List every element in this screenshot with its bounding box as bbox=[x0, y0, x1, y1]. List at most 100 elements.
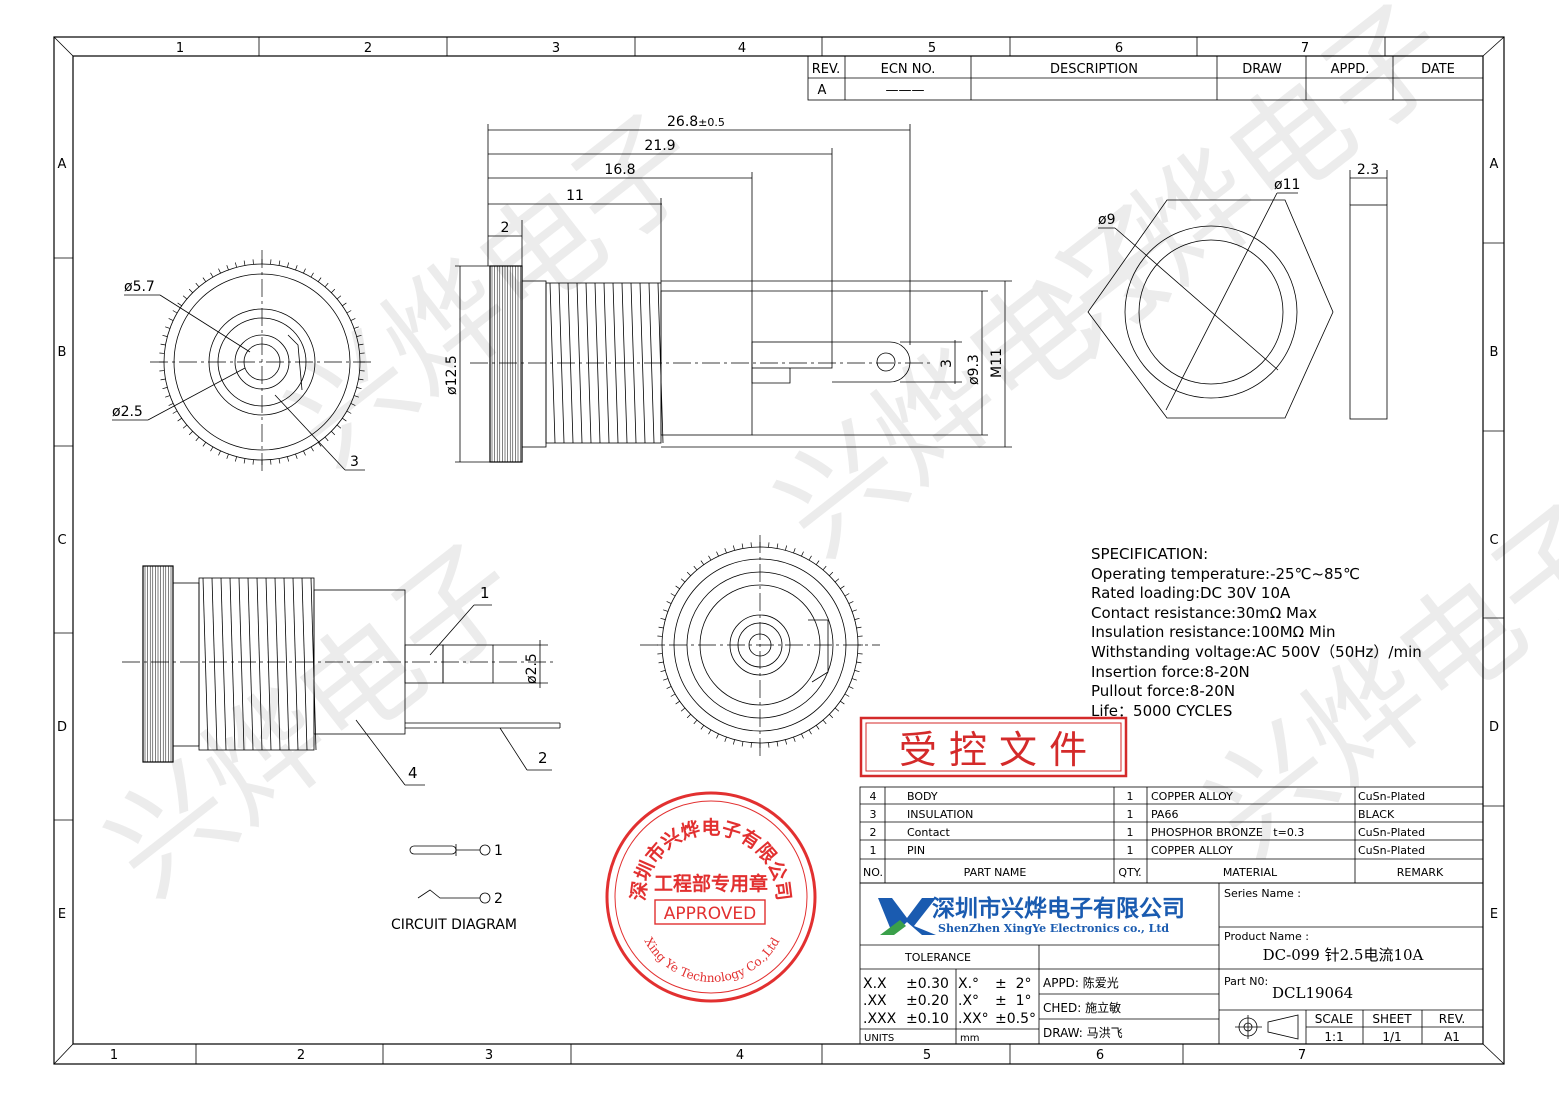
row-label-c-left: C bbox=[57, 533, 66, 548]
title-block: 深圳市兴烨电子有限公司 ShenZhen XingYe Electronics … bbox=[860, 883, 1483, 1044]
dim-m11: M11 bbox=[989, 348, 1005, 378]
rev-value: A1 bbox=[1444, 1030, 1460, 1044]
projection-symbol-icon bbox=[1235, 1015, 1298, 1039]
bom-row2-name: INSULATION bbox=[907, 808, 973, 821]
rev-header-draw: DRAW bbox=[1242, 62, 1282, 77]
bom-header-remark: REMARK bbox=[1397, 866, 1444, 879]
bom-row3-name: Contact bbox=[907, 826, 950, 839]
row-label-e-left: E bbox=[58, 907, 66, 922]
circuit-diagram: 1 2 CIRCUIT DIAGRAM bbox=[391, 843, 517, 933]
units-value: mm bbox=[960, 1033, 979, 1044]
bom-header-part-name: PART NAME bbox=[964, 866, 1027, 879]
seal-approved: APPROVED bbox=[664, 904, 757, 924]
row-label-e-right: E bbox=[1490, 907, 1498, 922]
appd-field: APPD: 陈爱光 bbox=[1043, 975, 1119, 990]
scale-label: SCALE bbox=[1315, 1012, 1353, 1026]
rev-header-rev: REV. bbox=[812, 62, 841, 77]
sheet-value: 1/1 bbox=[1382, 1030, 1401, 1044]
dim-d57: ø5.7 bbox=[124, 279, 155, 295]
bom-row2-remark: BLACK bbox=[1358, 808, 1395, 821]
top-col-1: 1 bbox=[176, 41, 184, 56]
tol-r2-c1: .XX bbox=[863, 993, 887, 1009]
dim-3: 3 bbox=[939, 359, 955, 368]
row-label-a-left: A bbox=[58, 157, 67, 172]
rev-header-description: DESCRIPTION bbox=[1050, 62, 1138, 77]
circuit-pin-1: 1 bbox=[494, 843, 503, 859]
bom-row3-material: PHOSPHOR BRONZE t=0.3 bbox=[1151, 826, 1304, 839]
tol-r1-c3: X.° bbox=[958, 976, 979, 992]
callout-2: 2 bbox=[538, 749, 548, 767]
tol-r1-c4: ± 2° bbox=[995, 976, 1032, 992]
bom-row4-no: 1 bbox=[870, 844, 877, 857]
tol-r1-c1: X.X bbox=[863, 976, 887, 992]
spec-line-insertion: Insertion force:8-20N bbox=[1091, 663, 1250, 681]
bom-header-material: MATERIAL bbox=[1223, 866, 1278, 879]
tol-r3-c2: ±0.10 bbox=[906, 1011, 949, 1027]
dim-23: 2.3 bbox=[1357, 162, 1379, 178]
row-label-d-left: D bbox=[57, 720, 67, 735]
dim-d125: ø12.5 bbox=[444, 355, 460, 395]
top-col-6: 6 bbox=[1115, 41, 1123, 56]
seal-department: 工程部专用章 bbox=[654, 872, 768, 895]
bom-row1-no: 4 bbox=[870, 790, 877, 803]
units-label: UNITS bbox=[864, 1033, 894, 1044]
tol-r2-c2: ±0.20 bbox=[906, 993, 949, 1009]
rev-row-ecn: ——— bbox=[886, 83, 925, 98]
top-col-5: 5 bbox=[928, 41, 936, 56]
tol-r1-c2: ±0.30 bbox=[906, 976, 949, 992]
dim-d9: ø9 bbox=[1098, 212, 1115, 228]
dim-d93: ø9.3 bbox=[966, 354, 982, 385]
bom-row2-material: PA66 bbox=[1151, 808, 1178, 821]
draw-field: DRAW: 马洪飞 bbox=[1043, 1026, 1123, 1040]
top-col-7: 7 bbox=[1301, 41, 1309, 56]
approved-seal: 深圳市兴烨电子有限公司 工程部专用章 APPROVED Xing Ye Tech… bbox=[607, 793, 815, 1001]
partno-label: Part N0: bbox=[1224, 975, 1268, 988]
tol-r3-c4: ±0.5° bbox=[995, 1011, 1036, 1027]
top-col-2: 2 bbox=[364, 41, 372, 56]
bottom-col-2: 2 bbox=[297, 1048, 305, 1063]
bottom-col-6: 6 bbox=[1096, 1048, 1104, 1063]
controlled-document-stamp: 受 控 文 件 bbox=[861, 718, 1126, 776]
dim-268: 26.8±0.5 bbox=[667, 114, 725, 130]
callout-1: 1 bbox=[480, 584, 490, 602]
ched-field: CHED: 施立敏 bbox=[1043, 1000, 1121, 1015]
callout-4: 4 bbox=[408, 764, 418, 782]
bom-row4-name: PIN bbox=[907, 844, 925, 857]
product-label: Product Name : bbox=[1224, 930, 1309, 943]
dim-11: 11 bbox=[566, 188, 584, 204]
part-number: DCL19064 bbox=[1272, 984, 1353, 1002]
tol-r3-c3: .XX° bbox=[958, 1011, 989, 1027]
tolerance-label: TOLERANCE bbox=[904, 951, 971, 964]
bom-row1-material: COPPER ALLOY bbox=[1151, 790, 1233, 803]
spec-line-pullout: Pullout force:8-20N bbox=[1091, 682, 1235, 700]
spec-line-rated: Rated loading:DC 30V 10A bbox=[1091, 584, 1291, 602]
dim-d25-side: ø2.5 bbox=[524, 653, 540, 684]
bom-row3-remark: CuSn-Plated bbox=[1358, 826, 1425, 839]
bom-row4-material: COPPER ALLOY bbox=[1151, 844, 1233, 857]
bom-row1-name: BODY bbox=[907, 790, 938, 803]
spec-line-contact: Contact resistance:30mΩ Max bbox=[1091, 604, 1317, 622]
bom-row3-qty: 1 bbox=[1127, 826, 1134, 839]
row-label-a-right: A bbox=[1490, 157, 1499, 172]
dim-d11: ø11 bbox=[1274, 177, 1300, 193]
spec-line-withstanding: Withstanding voltage:AC 500V（50Hz）/min bbox=[1091, 643, 1422, 661]
bom-row1-qty: 1 bbox=[1127, 790, 1134, 803]
spec-line-temperature: Operating temperature:-25℃~85℃ bbox=[1091, 565, 1360, 583]
tol-r2-c4: ± 1° bbox=[995, 993, 1032, 1009]
dim-168: 16.8 bbox=[604, 162, 635, 178]
bom-row4-qty: 1 bbox=[1127, 844, 1134, 857]
callout-3: 3 bbox=[350, 454, 359, 470]
company-name-en: ShenZhen XingYe Electronics co., Ltd bbox=[938, 922, 1169, 935]
bom-row2-qty: 1 bbox=[1127, 808, 1134, 821]
dim-2: 2 bbox=[501, 220, 510, 236]
rev-header-ecn: ECN NO. bbox=[881, 62, 936, 77]
series-label: Series Name : bbox=[1224, 887, 1301, 900]
bom-header-qty: QTY. bbox=[1118, 866, 1141, 879]
bom-row4-remark: CuSn-Plated bbox=[1358, 844, 1425, 857]
bom-row2-no: 3 bbox=[870, 808, 877, 821]
circuit-label: CIRCUIT DIAGRAM bbox=[391, 917, 517, 933]
circuit-pin-2: 2 bbox=[494, 891, 503, 907]
row-label-b-left: B bbox=[58, 345, 67, 360]
row-label-c-right: C bbox=[1489, 533, 1498, 548]
